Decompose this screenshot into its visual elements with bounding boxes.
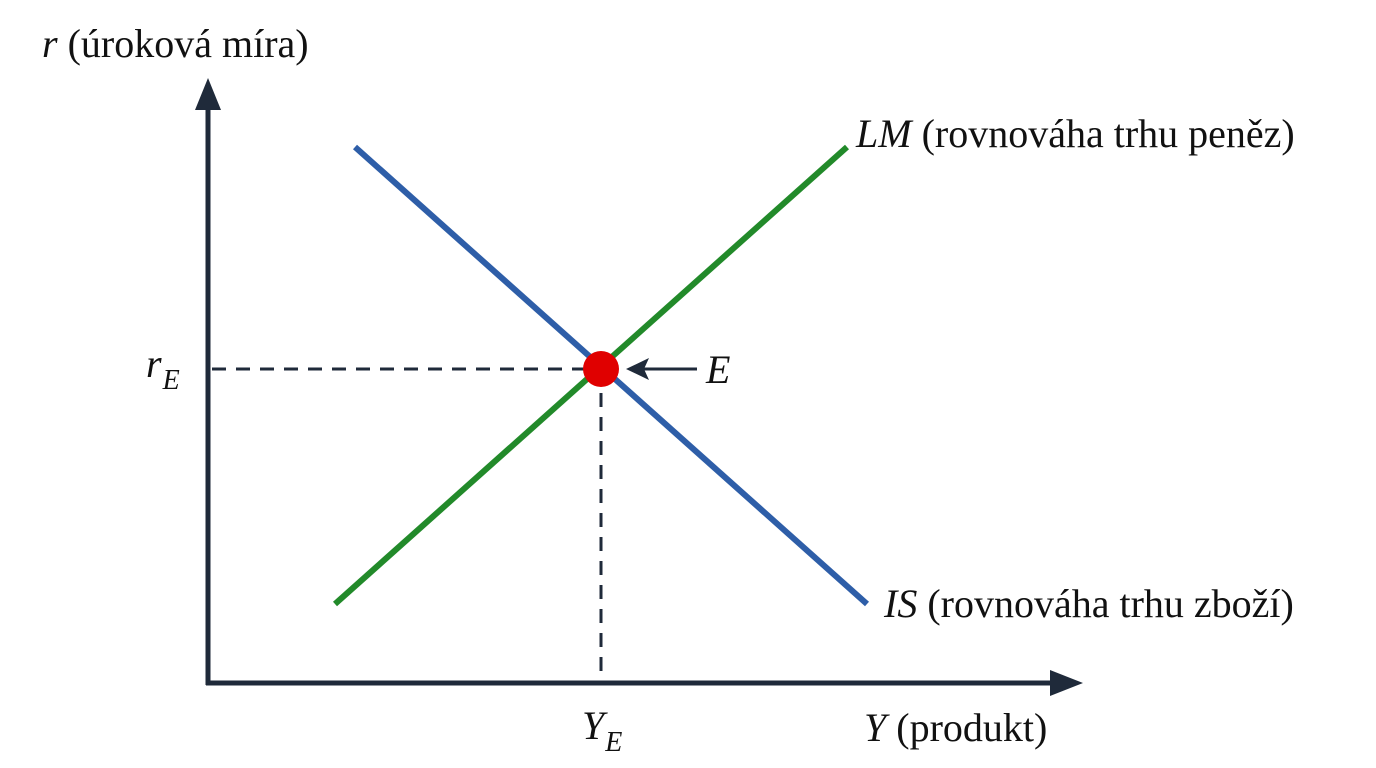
lm-description: (rovnováha trhu peněz): [921, 111, 1295, 156]
is-description: (rovnováha trhu zboží): [927, 581, 1294, 626]
equilibrium-point: [583, 351, 619, 387]
r-equilibrium-label: rE: [146, 341, 180, 395]
lm-curve-label: LM (rovnováha trhu peněz): [856, 114, 1295, 154]
equilibrium-label: E: [706, 347, 731, 392]
x-axis-arrow-icon: [1050, 670, 1083, 696]
r-e-subscript: E: [162, 365, 180, 396]
lm-symbol: LM: [856, 111, 912, 156]
x-axis-symbol: Y: [864, 705, 887, 750]
x-axis-title: Y (produkt): [864, 708, 1047, 748]
y-axis-title: r (úroková míra): [42, 24, 309, 64]
y-axis-arrow-icon: [195, 78, 221, 110]
y-equilibrium-label: YE: [582, 703, 622, 757]
y-e-subscript: E: [605, 727, 623, 758]
r-e-symbol: r: [146, 341, 162, 386]
is-symbol: IS: [884, 581, 918, 626]
y-axis-symbol: r: [42, 21, 58, 66]
equilibrium-pointer-arrow-icon: [626, 358, 649, 380]
is-curve-label: IS (rovnováha trhu zboží): [884, 584, 1294, 624]
x-axis-description: (produkt): [896, 705, 1048, 750]
y-e-symbol: Y: [582, 703, 605, 748]
y-axis-description: (úroková míra): [67, 21, 309, 66]
